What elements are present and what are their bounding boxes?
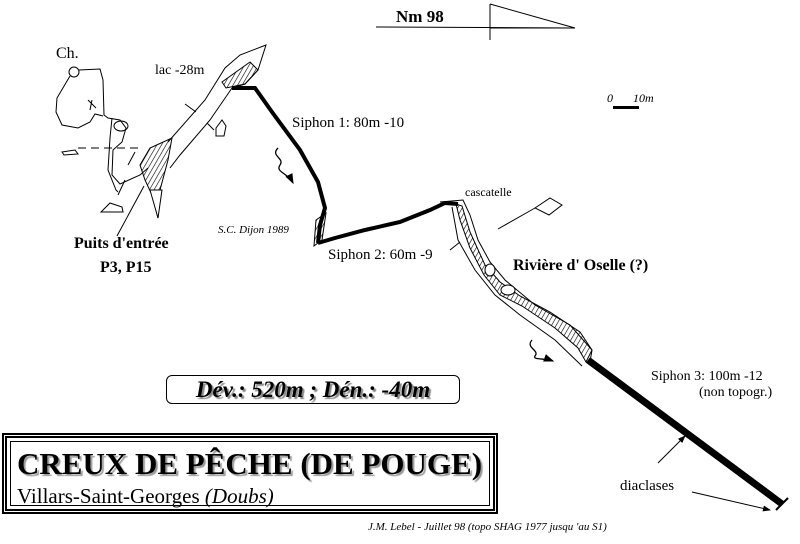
lake-label: lac -28m — [155, 63, 205, 78]
location: Villars-Saint-Georges (Doubs) — [17, 484, 274, 509]
scale-zero: 0 — [607, 91, 613, 105]
scale-end: 10m — [633, 91, 654, 105]
flow-arrow-icon — [529, 339, 555, 362]
chamber-label: Ch. — [56, 45, 79, 62]
siphon-1-label: Siphon 1: 80m -10 — [292, 115, 405, 131]
department: (Doubs) — [204, 484, 274, 508]
diaclase-arrow — [691, 491, 771, 512]
siphon-3-note: (non topogr.) — [699, 385, 773, 400]
stats-text: Dév.: 520m ; Dén.: -40m — [195, 376, 431, 402]
scale-bar — [613, 106, 639, 109]
siphon-1-path — [232, 86, 328, 244]
siphon-2-label: Siphon 2: 60m -9 — [328, 247, 433, 263]
siphon-3-path — [585, 357, 785, 507]
siphon-3-label: Siphon 3: 100m -12 — [651, 369, 763, 384]
north-label: Nm 98 — [396, 7, 444, 26]
diaclase-arrow — [657, 435, 686, 464]
flow-arrow-icon — [274, 147, 294, 185]
river-label: Rivière d' Oselle (?) — [513, 257, 649, 274]
entrance-label: Puits d'entrée — [74, 235, 169, 252]
river-gallery — [439, 197, 593, 367]
dijon-label: S.C. Dijon 1989 — [218, 224, 289, 236]
cascade-label: cascatelle — [465, 185, 512, 199]
title-cartouche: CREUX DE PÊCHE (DE POUGE) Villars-Saint-… — [2, 433, 498, 514]
credit-line: J.M. Lebel - Juillet 98 (topo SHAG 1977 … — [368, 521, 607, 533]
cave-name: CREUX DE PÊCHE (DE POUGE) — [17, 446, 483, 481]
north-arrow-icon — [375, 3, 576, 40]
entrance-pit — [139, 137, 173, 219]
entrance-depth-label: P3, P15 — [100, 259, 152, 276]
upper-gallery — [167, 44, 267, 169]
siphon-2-path — [317, 200, 459, 245]
stats-box: Dév.: 520m ; Dén.: -40m — [166, 375, 460, 404]
diaclases-label: diaclases — [620, 478, 675, 494]
village: Villars-Saint-Georges — [17, 484, 200, 508]
chamber-outline — [55, 66, 149, 237]
